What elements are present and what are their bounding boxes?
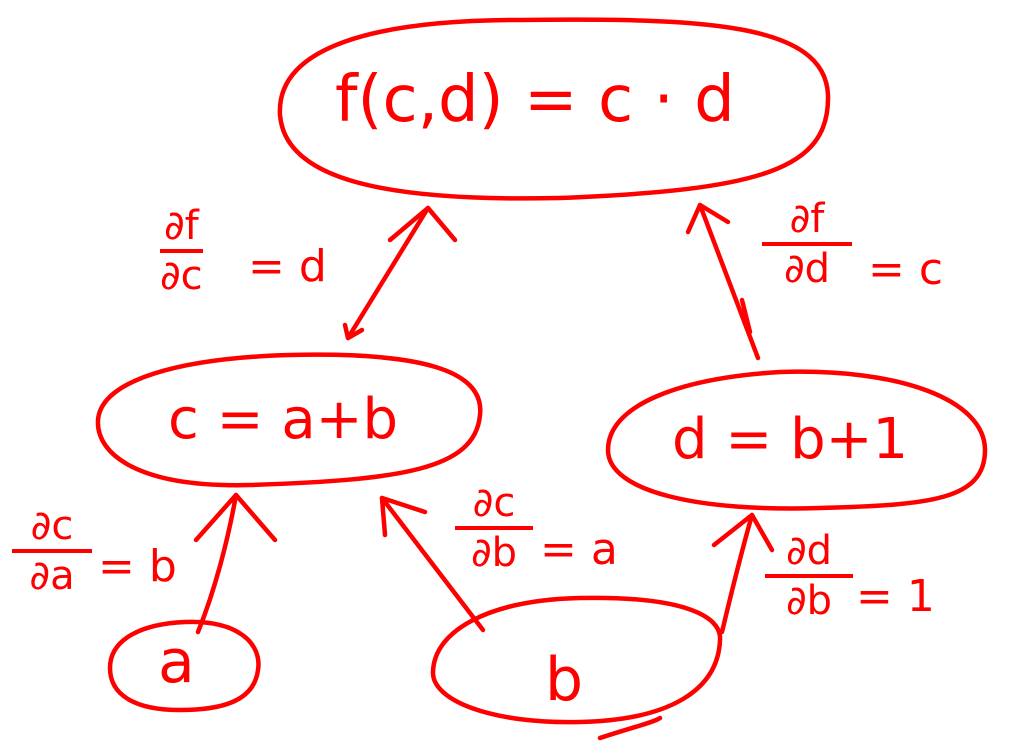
edge-d-f-arrowhead — [685, 202, 731, 235]
edge-c-f-arrowhead-top — [387, 205, 458, 243]
edge-d-b-value: = 1 — [856, 571, 935, 622]
edge-d-f-line — [697, 202, 761, 361]
node-b-outline — [430, 595, 723, 725]
edge-f-c-numerator: ∂f — [163, 203, 199, 249]
edge-d-b-denominator: ∂b — [785, 578, 833, 624]
node-c-label: c = a+b — [168, 387, 399, 452]
edge-c-b-denominator: ∂b — [470, 530, 518, 576]
edge-f-d-denominator: ∂d — [783, 246, 831, 292]
edge-f-c-value: = d — [248, 241, 327, 292]
edge-c-b-fraction: ∂c ∂b — [455, 482, 533, 574]
edge-c-a-numerator: ∂c — [30, 503, 74, 549]
edge-a-c-line — [195, 492, 239, 635]
node-b-label: b — [545, 645, 584, 715]
node-a-label: a — [158, 627, 195, 697]
edge-a-c-arrowhead — [193, 492, 278, 543]
fraction-bar — [12, 549, 92, 553]
edge-c-b-numerator: ∂c — [472, 480, 516, 526]
edge-b-d-tail — [597, 715, 663, 741]
edge-b-c-line — [379, 495, 486, 633]
node-d-label: d = b+1 — [672, 407, 909, 472]
node-d-outline — [605, 369, 988, 511]
edge-b-d-arrowhead — [711, 512, 775, 553]
edge-f-d-value: = c — [868, 244, 944, 295]
fraction-bar — [762, 242, 852, 246]
fraction-bar — [765, 574, 853, 578]
node-f-label: f(c,d) = c · d — [335, 63, 735, 137]
edge-c-a-denominator: ∂a — [29, 553, 75, 599]
edge-d-b-numerator: ∂d — [785, 528, 833, 574]
fraction-bar — [455, 526, 533, 530]
edge-f-c-fraction: ∂f ∂c — [160, 205, 203, 297]
node-c-outline — [95, 352, 483, 488]
fraction-bar — [160, 249, 203, 253]
edge-c-f-line — [345, 205, 431, 341]
edge-f-d-numerator: ∂f — [789, 196, 825, 242]
edge-c-a-value: = b — [98, 541, 177, 592]
edge-d-b-fraction: ∂d ∂b — [765, 530, 853, 622]
edge-c-a-fraction: ∂c ∂a — [12, 505, 92, 597]
edge-c-b-value: = a — [540, 524, 618, 575]
edge-c-f-arrowhead-bottom — [342, 322, 365, 341]
edge-f-d-fraction: ∂f ∂d — [762, 198, 852, 290]
node-a-outline — [107, 619, 261, 713]
edge-b-c-arrowhead — [379, 495, 428, 538]
edge-b-d-line — [719, 512, 755, 635]
edge-d-f-tick — [739, 297, 753, 335]
node-f-outline — [277, 17, 831, 201]
edge-f-c-denominator: ∂c — [160, 253, 203, 299]
